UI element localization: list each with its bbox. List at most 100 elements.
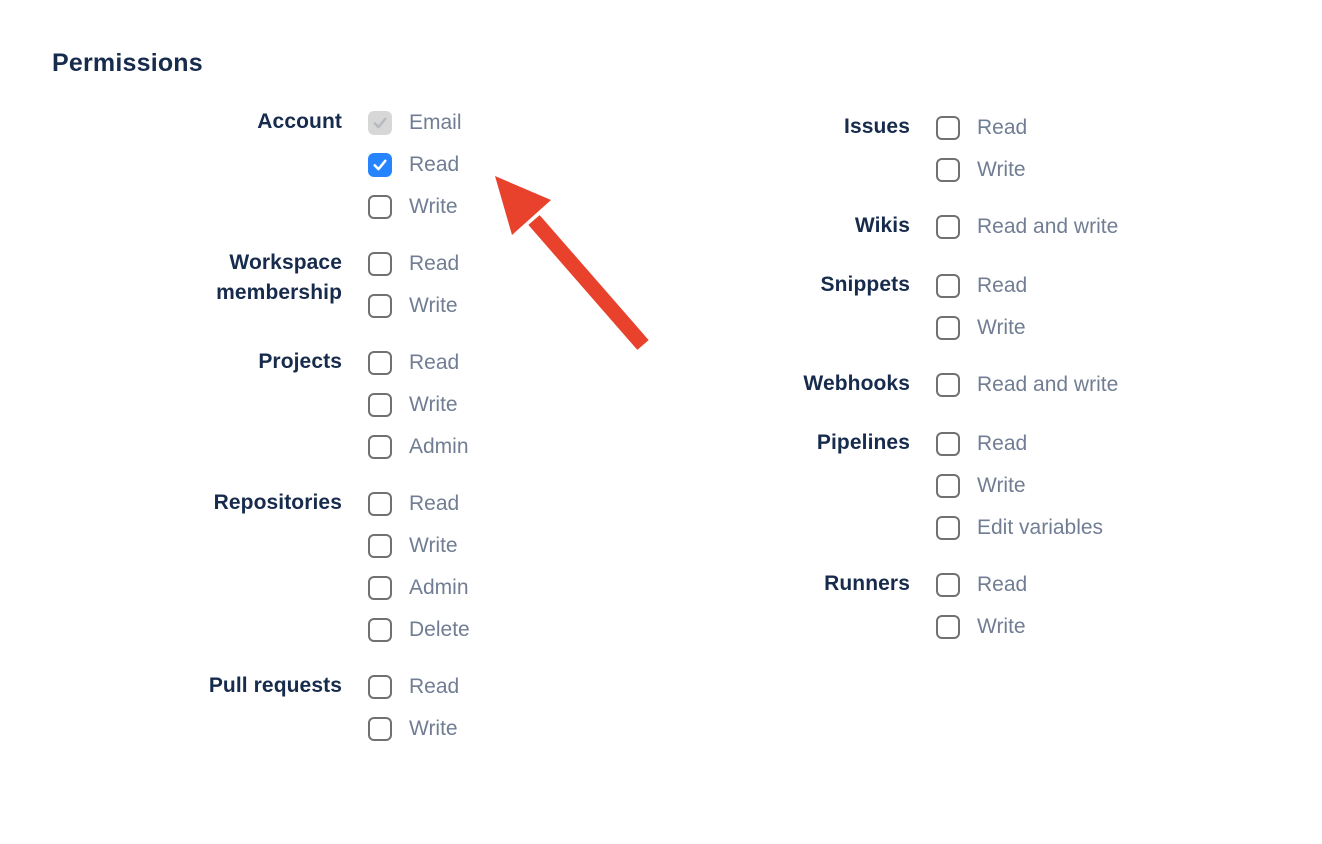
permission-option-label: Read <box>409 252 460 275</box>
permission-option-pipelines-edit-variables[interactable]: Edit variables <box>936 515 1103 540</box>
checkbox-snippets-read[interactable] <box>936 273 960 298</box>
permission-group-label: Issues <box>844 115 910 138</box>
permission-option-pull-requests-write[interactable]: Write <box>368 716 459 741</box>
checkbox-projects-write[interactable] <box>368 392 392 417</box>
permission-option-label: Read <box>409 153 460 176</box>
permission-option-snippets-write[interactable]: Write <box>936 315 1027 340</box>
permission-option-issues-write[interactable]: Write <box>936 157 1027 182</box>
permission-group-label: Pull requests <box>208 674 342 697</box>
permission-option-account-write[interactable]: Write <box>368 194 462 219</box>
permission-option-account-read[interactable]: Read <box>368 152 462 177</box>
checkbox-repositories-write[interactable] <box>368 533 392 558</box>
permission-option-repositories-admin[interactable]: Admin <box>368 575 470 600</box>
permission-option-webhooks-read-and-write[interactable]: Read and write <box>936 372 1118 397</box>
checkbox-repositories-delete[interactable] <box>368 617 392 642</box>
permission-option-label: Write <box>409 717 458 740</box>
permission-option-pipelines-read[interactable]: Read <box>936 431 1103 456</box>
checkbox-pipelines-edit-variables[interactable] <box>936 515 960 540</box>
permission-group-label: Repositories <box>213 491 342 514</box>
permission-option-repositories-write[interactable]: Write <box>368 533 470 558</box>
permission-group-label: Snippets <box>820 273 910 296</box>
permission-option-label: Read <box>977 116 1028 139</box>
permission-option-label: Read <box>409 492 460 515</box>
permission-options: Read Write Admin Delete <box>368 491 470 642</box>
permissions-grid: Account Email Read Write Workspace membe… <box>52 110 1322 773</box>
permission-option-runners-write[interactable]: Write <box>936 614 1027 639</box>
permission-option-label: Read <box>977 274 1028 297</box>
page-title: Permissions <box>52 49 203 77</box>
permission-options: Read Write Edit variables <box>936 431 1103 540</box>
permission-group-label: Wikis <box>854 214 910 237</box>
permission-group-webhooks: Webhooks Read and write <box>700 372 1322 399</box>
permission-option-account-email: Email <box>368 110 462 135</box>
permission-option-projects-admin[interactable]: Admin <box>368 434 469 459</box>
checkbox-webhooks-read-and-write[interactable] <box>936 372 960 397</box>
checkbox-pipelines-read[interactable] <box>936 431 960 456</box>
checkbox-projects-read[interactable] <box>368 350 392 375</box>
checkbox-repositories-admin[interactable] <box>368 575 392 600</box>
permission-group-pull-requests: Pull requests Read Write <box>52 674 700 741</box>
checkbox-pull-requests-write[interactable] <box>368 716 392 741</box>
permission-options: Email Read Write <box>368 110 462 219</box>
checkbox-account-read[interactable] <box>368 152 392 177</box>
permission-option-projects-read[interactable]: Read <box>368 350 469 375</box>
checkbox-issues-read[interactable] <box>936 115 960 140</box>
permission-group-label: Workspace membership <box>216 251 342 304</box>
checkmark-icon <box>373 117 387 128</box>
permissions-column-right: Issues Read Write Wikis Read and write <box>700 110 1322 671</box>
permission-options: Read Write <box>368 674 459 741</box>
permission-options: Read Write <box>936 572 1027 639</box>
permission-option-label: Read <box>977 432 1028 455</box>
permission-option-snippets-read[interactable]: Read <box>936 273 1027 298</box>
permission-group-wikis: Wikis Read and write <box>700 214 1322 241</box>
permission-option-label: Admin <box>409 576 469 599</box>
checkbox-pipelines-write[interactable] <box>936 473 960 498</box>
permission-option-label: Email <box>409 111 462 134</box>
permission-option-label: Write <box>977 158 1026 181</box>
permission-option-label: Read <box>409 675 460 698</box>
checkbox-runners-read[interactable] <box>936 572 960 597</box>
permission-option-pipelines-write[interactable]: Write <box>936 473 1103 498</box>
permission-option-label: Write <box>977 615 1026 638</box>
permission-group-workspace-membership: Workspace membership Read Write <box>52 251 700 318</box>
permission-options: Read and write <box>936 214 1118 239</box>
checkbox-issues-write[interactable] <box>936 157 960 182</box>
checkbox-workspace-membership-read[interactable] <box>368 251 392 276</box>
checkbox-account-write[interactable] <box>368 194 392 219</box>
permission-option-pull-requests-read[interactable]: Read <box>368 674 459 699</box>
checkbox-repositories-read[interactable] <box>368 491 392 516</box>
permission-option-runners-read[interactable]: Read <box>936 572 1027 597</box>
permission-option-workspace-membership-write[interactable]: Write <box>368 293 459 318</box>
permission-option-label: Read <box>409 351 460 374</box>
permission-options: Read Write <box>368 251 459 318</box>
permission-option-label: Write <box>409 534 458 557</box>
checkbox-snippets-write[interactable] <box>936 315 960 340</box>
permissions-column-left: Account Email Read Write Workspace membe… <box>52 110 700 773</box>
permission-group-label: Runners <box>824 572 910 595</box>
permission-option-issues-read[interactable]: Read <box>936 115 1027 140</box>
permission-option-label: Write <box>977 316 1026 339</box>
checkmark-icon <box>373 159 387 170</box>
checkbox-projects-admin[interactable] <box>368 434 392 459</box>
permission-option-repositories-delete[interactable]: Delete <box>368 617 470 642</box>
permission-group-label: Webhooks <box>803 372 910 395</box>
permission-group-runners: Runners Read Write <box>700 572 1322 639</box>
checkbox-workspace-membership-write[interactable] <box>368 293 392 318</box>
permission-group-projects: Projects Read Write Admin <box>52 350 700 459</box>
permission-options: Read and write <box>936 372 1118 397</box>
permission-option-workspace-membership-read[interactable]: Read <box>368 251 459 276</box>
permission-group-label: Projects <box>258 350 342 373</box>
permission-option-label: Write <box>977 474 1026 497</box>
checkbox-wikis-read-and-write[interactable] <box>936 214 960 239</box>
checkbox-runners-write[interactable] <box>936 614 960 639</box>
permission-option-wikis-read-and-write[interactable]: Read and write <box>936 214 1118 239</box>
permission-option-projects-write[interactable]: Write <box>368 392 469 417</box>
permission-group-snippets: Snippets Read Write <box>700 273 1322 340</box>
checkbox-pull-requests-read[interactable] <box>368 674 392 699</box>
permission-group-pipelines: Pipelines Read Write Edit variables <box>700 431 1322 540</box>
permission-option-label: Read and write <box>977 373 1119 396</box>
permission-option-label: Read and write <box>977 215 1119 238</box>
permission-option-repositories-read[interactable]: Read <box>368 491 470 516</box>
permission-option-label: Write <box>409 294 458 317</box>
